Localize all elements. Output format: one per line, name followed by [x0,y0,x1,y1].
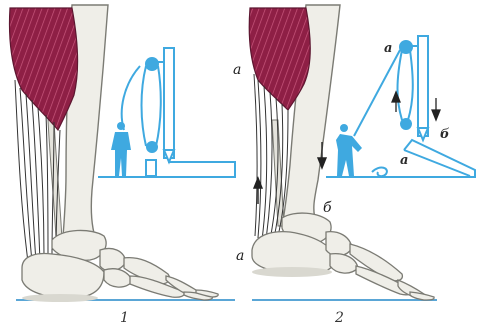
heel-shadow-1 [22,294,98,302]
label-a-heel: a [236,248,244,264]
lifting-person-icon [336,124,362,176]
figure-number-2: 2 [334,310,344,326]
calf-muscle-1 [10,8,78,130]
label-a-inset-top: a [384,41,392,56]
heel-shadow-2 [252,267,332,277]
foot-bones-1 [22,230,218,300]
figure-number-1: 1 [120,310,129,326]
standing-person-icon [111,122,131,176]
label-a-leg: a [233,62,241,78]
label-b-inset: б [440,127,450,142]
label-b-leg: б [323,200,332,216]
figure-1: 1 [10,5,236,326]
figure-2: a б a a б a 2 [233,5,475,326]
label-a-inset-bottom: a [400,153,408,168]
